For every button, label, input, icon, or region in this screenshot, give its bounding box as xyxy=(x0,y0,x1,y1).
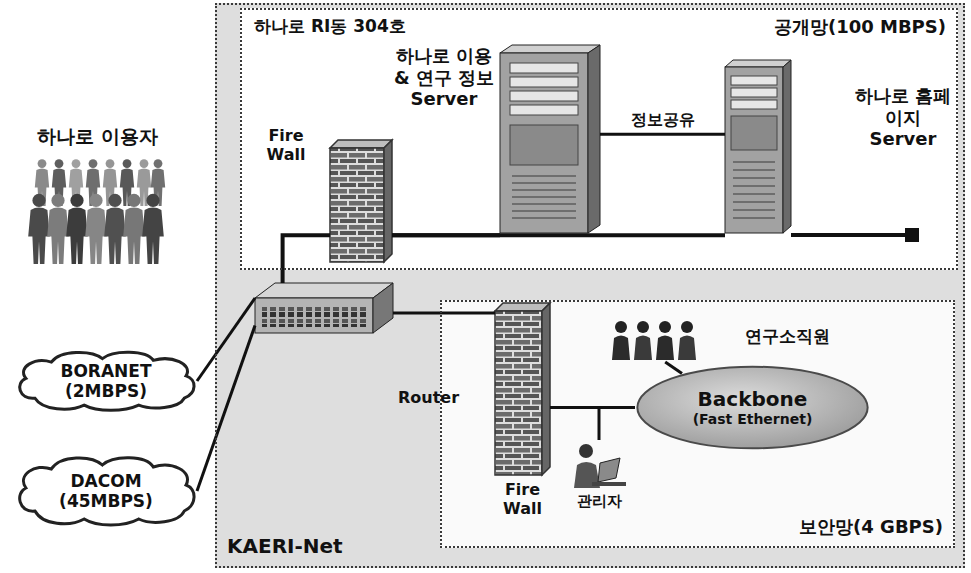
staff-figures xyxy=(612,321,696,360)
network-region: KAERI-Net 하나로 RI동 304호 공개망(100 MBPS) Fire W… xyxy=(215,3,965,568)
bus-terminator xyxy=(791,228,919,242)
router-box xyxy=(255,283,393,333)
network-link xyxy=(197,298,255,381)
network-link xyxy=(665,362,682,374)
server-icon: 하나로 홈페이지 Server xyxy=(725,60,791,235)
firewall-icon: Fire Wall xyxy=(495,303,550,475)
region-ground xyxy=(215,3,965,568)
network-link xyxy=(283,235,330,283)
cloud-label: BORANET (2MBPS) xyxy=(44,361,169,402)
network-link xyxy=(600,133,725,136)
user-crowd xyxy=(28,159,165,264)
region-label: 하나로 RI동 304호 xyxy=(254,16,406,36)
network-link xyxy=(197,326,255,492)
device-label: Fire Wall xyxy=(487,480,558,518)
server-tower xyxy=(500,45,600,233)
server-icon: 하나로 이용 & 연구 정보 Server xyxy=(500,45,600,235)
user-group: 하나로 이용자 xyxy=(25,125,170,273)
device-label: Fire Wall xyxy=(260,126,312,164)
device-label: 하나로 이용 & 연구 정보 Server xyxy=(392,45,496,110)
group-label: 하나로 이용자 xyxy=(25,125,170,148)
admin-icon: 관리자 xyxy=(570,440,628,488)
router-icon: Router xyxy=(255,283,393,333)
link-label: 정보공유 xyxy=(629,110,697,129)
network-cloud: DACOM (45MBPS) xyxy=(15,455,197,527)
bandwidth-label: 공개망(100 MBPS) xyxy=(774,16,946,38)
region-label: KAERI-Net xyxy=(227,534,343,558)
firewall-wall xyxy=(330,140,392,262)
backbone-ellipse: Backbone(Fast Ethernet) xyxy=(635,365,870,450)
network-region: 하나로 RI동 304호공개망(100 MBPS)Fire Wall하나로 이용… xyxy=(240,8,958,270)
network-link xyxy=(393,312,495,315)
firewall-icon: Fire Wall xyxy=(330,140,392,262)
server-tower xyxy=(725,60,791,233)
network-cloud: BORANET (2MBPS) xyxy=(15,350,197,412)
backbone-title: Backbone xyxy=(698,387,808,411)
device-label: Router xyxy=(398,388,459,407)
network-link xyxy=(599,408,635,441)
region-label: 보안망(4 GBPS) xyxy=(799,516,943,538)
network-region: 보안망(4 GBPS)Fire Wall연구소직원Backbone(Fast E… xyxy=(440,300,955,548)
network-link xyxy=(392,233,725,237)
admin-figure xyxy=(574,444,626,488)
cloud-label: DACOM (45MBPS) xyxy=(44,471,169,512)
staff-icon: 연구소직원 xyxy=(610,318,702,362)
group-label: 관리자 xyxy=(560,492,638,510)
device-label: 하나로 홈페이지 Server xyxy=(853,85,953,150)
group-label: 연구소직원 xyxy=(745,326,830,346)
backbone-subtitle: (Fast Ethernet) xyxy=(693,411,813,428)
firewall-wall xyxy=(495,303,550,475)
